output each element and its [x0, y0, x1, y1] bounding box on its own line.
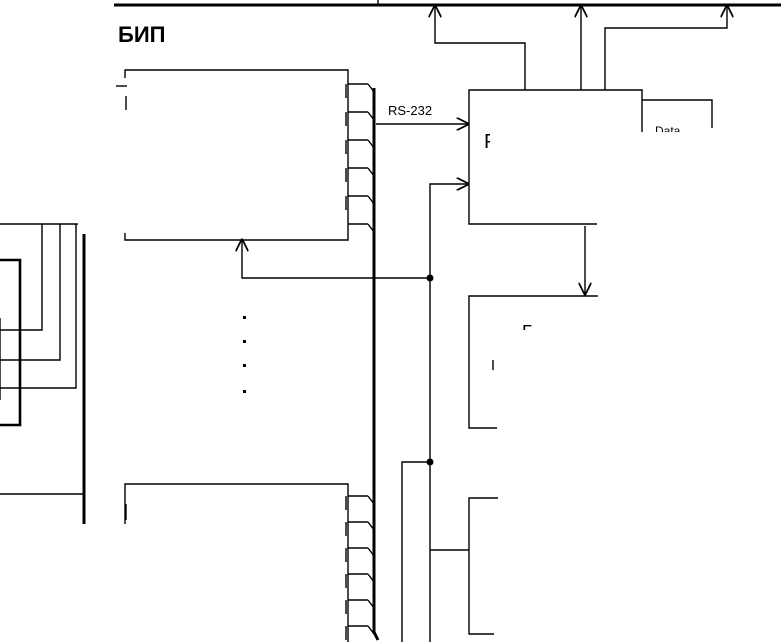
junction-dot-upper	[426, 274, 434, 282]
link-label: RS-232	[388, 103, 432, 118]
right-mask-upper	[599, 224, 781, 642]
upper-bus-taps	[345, 83, 375, 233]
top-link-3	[604, 6, 727, 90]
lower-module-box	[124, 483, 349, 642]
processor-box	[468, 89, 643, 225]
feedback-link	[242, 240, 430, 279]
lower-block-partial	[468, 497, 498, 635]
ellipsis-dots	[243, 316, 246, 393]
upper-module-box	[124, 69, 349, 241]
glyph-mask-data	[652, 132, 712, 142]
middle-block-partial	[468, 295, 598, 429]
data-box-mask	[643, 131, 723, 221]
glyph-mask-g	[522, 330, 542, 344]
lower-bus-taps	[345, 495, 375, 640]
block-title: БИП	[118, 22, 165, 47]
top-link-1	[435, 6, 526, 90]
data-box-partial	[642, 99, 713, 128]
junction-dot-lower	[426, 458, 434, 466]
control-link	[429, 184, 468, 642]
glyph-mask-r	[490, 128, 510, 152]
left-partial-box	[0, 258, 22, 427]
left-partial-connectors	[0, 223, 78, 400]
vertical-bus	[372, 88, 380, 641]
feed-link	[401, 461, 430, 642]
